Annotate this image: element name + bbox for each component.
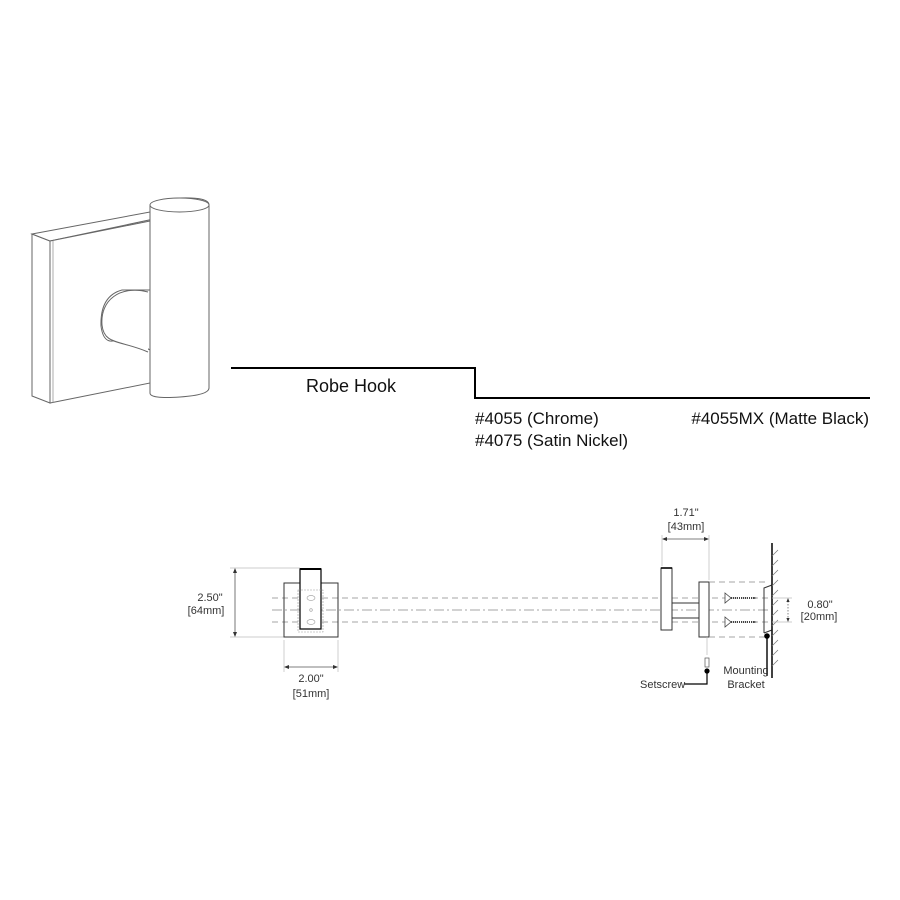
setscrew-leader	[684, 671, 708, 685]
sku-satin-nickel: #4075 (Satin Nickel)	[475, 431, 628, 450]
screw-spacing-inches: 0.80"	[807, 599, 832, 611]
title-block: Robe Hook #4055 (Chrome) #4075 (Satin Ni…	[231, 367, 870, 450]
projection-inches: 1.71"	[673, 507, 698, 519]
mounting-label-line1: Mounting	[723, 665, 768, 677]
screw-spacing-mm: [20mm]	[801, 611, 838, 623]
sku-chrome: #4055 (Chrome)	[475, 409, 599, 428]
mounting-bracket	[763, 584, 773, 634]
wall-hatching	[771, 549, 779, 667]
setscrew-icon	[704, 657, 710, 668]
height-mm: [64mm]	[188, 605, 225, 617]
mounting-label-line2: Bracket	[727, 679, 764, 691]
mounting-screw-icon	[724, 616, 757, 628]
width-mm: [51mm]	[293, 688, 330, 700]
setscrew-label: Setscrew	[640, 679, 685, 691]
width-inches: 2.00"	[298, 673, 323, 685]
product-name: Robe Hook	[306, 376, 397, 396]
robe-hook-illustration	[30, 197, 210, 404]
mounting-screw-icon	[724, 592, 757, 604]
title-divider-line	[231, 367, 870, 399]
projection-lines	[272, 597, 770, 623]
projection-mm: [43mm]	[668, 521, 705, 533]
sku-matte-black: #4055MX (Matte Black)	[691, 409, 869, 428]
side-view: 1.71" [43mm]	[640, 507, 837, 691]
height-inches: 2.50"	[197, 592, 222, 604]
front-view: 2.50" [64mm] 2.00" [51mm]	[188, 567, 339, 700]
